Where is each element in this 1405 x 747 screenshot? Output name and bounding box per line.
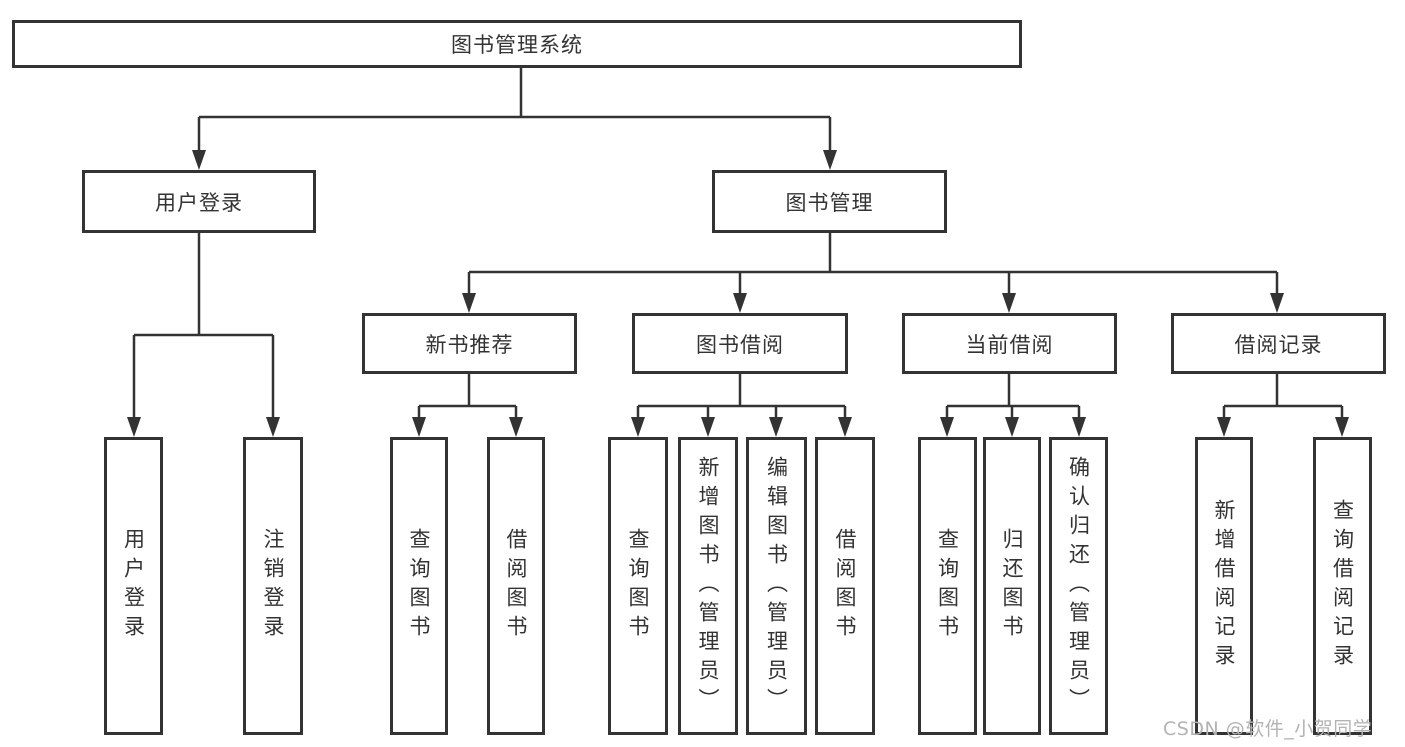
connector-borrow-to-leaves	[636, 374, 847, 419]
arrow-icon	[462, 293, 476, 313]
node-label: 查询借阅记录	[1330, 499, 1355, 673]
node-label: 查询图书	[935, 528, 960, 644]
node-label: 查询图书	[407, 528, 431, 644]
node-label: 归还图书	[1000, 528, 1024, 644]
node-label: 借阅图书	[833, 528, 857, 644]
node-label: 用户登录	[155, 190, 243, 215]
arrow-icon	[1002, 293, 1016, 313]
leaf-borrow-books: 借阅图书	[487, 437, 545, 735]
leaf-add-borrow-record: 新增借阅记录	[1195, 437, 1253, 735]
node-new-book-recommend: 新书推荐	[362, 313, 577, 374]
leaf-query-books: 查询图书	[390, 437, 448, 735]
arrow-icon	[823, 150, 837, 170]
arrow-icon	[509, 417, 523, 437]
csdn-watermark: CSDN @软件_小贺同学	[1163, 718, 1373, 740]
node-label: 编辑图书（管理员）	[764, 455, 789, 717]
leaf-return-books: 归还图书	[983, 437, 1041, 735]
leaf-add-books-admin: 新增图书（管理员）	[678, 437, 738, 735]
arrow-icon	[1217, 417, 1231, 437]
node-label: 借阅图书	[504, 528, 528, 644]
node-label: 查询图书	[626, 528, 650, 644]
arrow-icon	[940, 417, 954, 437]
connector-userlogin-to-leaves	[132, 233, 275, 419]
leaf-query-books: 查询图书	[608, 437, 668, 735]
arrow-icon	[1270, 293, 1284, 313]
node-borrowing-records: 借阅记录	[1171, 313, 1386, 374]
node-label: 新增图书（管理员）	[696, 455, 720, 717]
node-root: 图书管理系统	[12, 20, 1022, 68]
node-label: 新书推荐	[425, 332, 514, 357]
node-label: 借阅记录	[1234, 332, 1323, 357]
node-label: 确认归还（管理员）	[1066, 455, 1091, 717]
arrow-icon	[1072, 417, 1086, 437]
arrow-icon	[1005, 417, 1019, 437]
node-user-login: 用户登录	[82, 170, 316, 233]
connector-records-to-leaves	[1222, 374, 1344, 419]
arrow-icon	[701, 417, 715, 437]
arrow-icon	[192, 150, 206, 170]
node-label: 新增借阅记录	[1212, 499, 1236, 673]
leaf-user-login: 用户登录	[104, 437, 163, 735]
arrow-icon	[412, 417, 426, 437]
node-label: 用户登录	[121, 528, 146, 644]
connector-bookmgmt-to-level3	[467, 233, 1279, 295]
node-label: 图书管理	[785, 190, 874, 215]
node-book-management: 图书管理	[712, 170, 947, 233]
node-label: 图书借阅	[696, 332, 784, 357]
node-current-borrowing: 当前借阅	[902, 313, 1117, 374]
connector-root-to-level2	[197, 68, 832, 152]
arrow-icon	[266, 417, 280, 437]
leaf-confirm-return-admin: 确认归还（管理员）	[1049, 437, 1108, 735]
arrow-icon	[838, 417, 852, 437]
arrow-icon	[733, 293, 747, 313]
arrow-icon	[631, 417, 645, 437]
leaf-query-borrow-record: 查询借阅记录	[1313, 437, 1372, 735]
arrow-icon	[127, 417, 141, 437]
node-book-borrowing: 图书借阅	[632, 313, 848, 374]
leaf-edit-books-admin: 编辑图书（管理员）	[746, 437, 807, 735]
arrow-icon	[1335, 417, 1349, 437]
connector-current-to-leaves	[945, 374, 1081, 419]
node-label: 图书管理系统	[451, 33, 583, 57]
leaf-query-books: 查询图书	[918, 437, 977, 735]
arrowheads	[127, 150, 1349, 437]
connector-newbooks-to-leaves	[417, 374, 518, 419]
leaf-logout: 注销登录	[243, 437, 303, 735]
leaf-borrow-books: 借阅图书	[815, 437, 875, 735]
node-label: 当前借阅	[965, 332, 1054, 357]
node-label: 注销登录	[261, 528, 285, 644]
arrow-icon	[769, 417, 783, 437]
